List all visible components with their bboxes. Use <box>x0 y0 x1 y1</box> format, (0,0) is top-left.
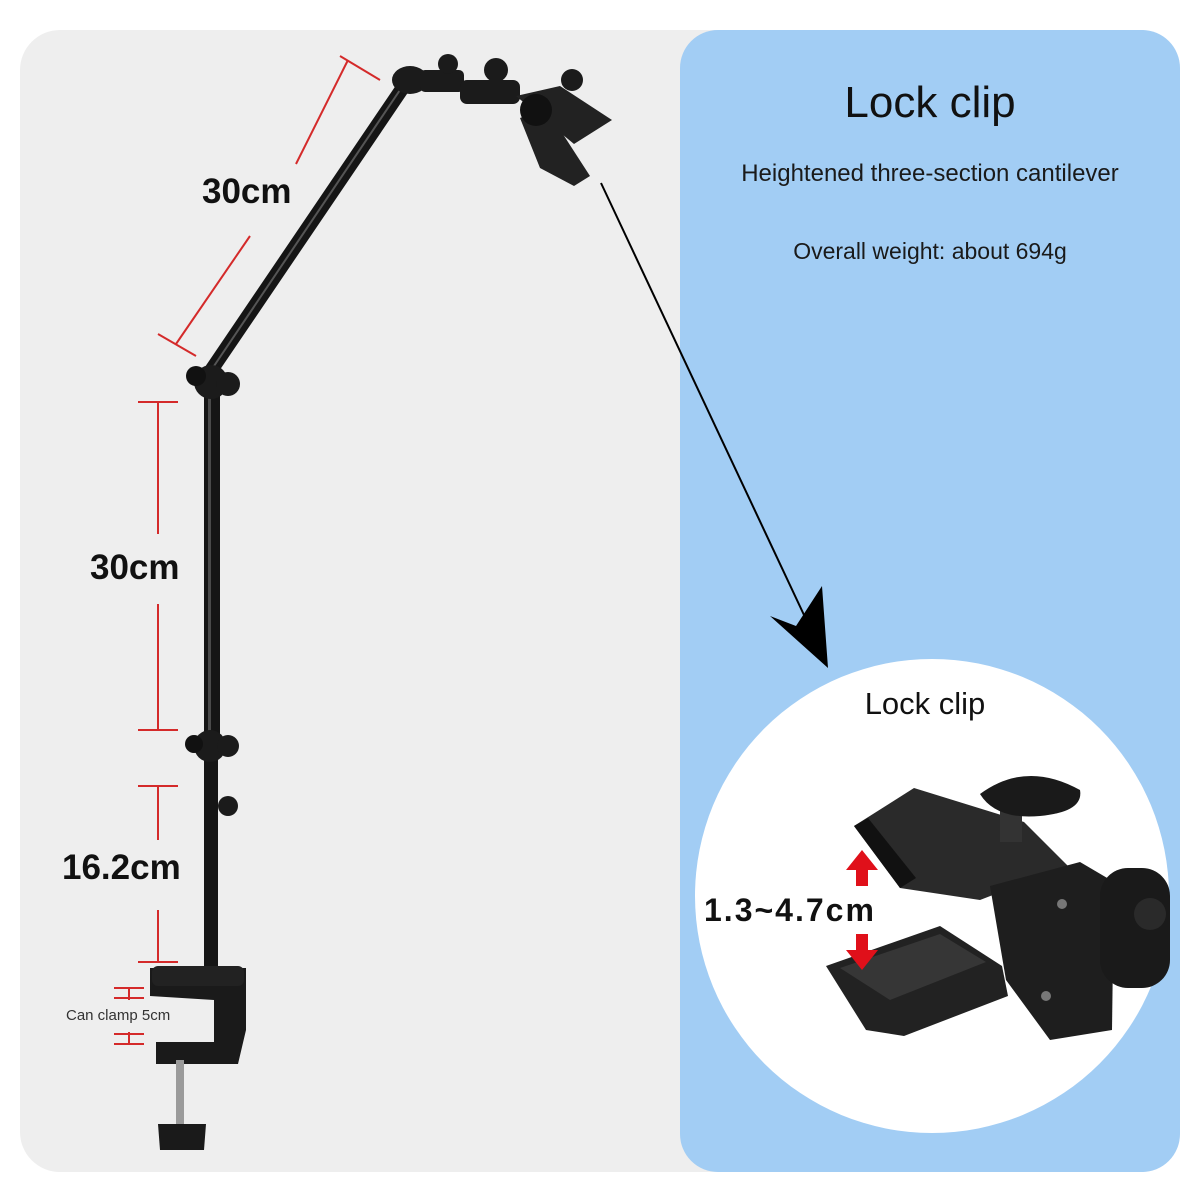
clip-range-label: 1.3~4.7cm <box>704 892 876 928</box>
top-arm-length-label: 30cm <box>202 172 292 211</box>
clamp-capacity-label: Can clamp 5cm <box>66 1007 171 1024</box>
lock-clip-closeup-illustration <box>826 775 1170 1040</box>
middle-arm-length-label: 30cm <box>90 548 180 587</box>
panel-subtitle: Heightened three-section cantilever <box>741 160 1119 187</box>
weight-label: Overall weight: about 694g <box>793 238 1067 264</box>
pointer-arrow <box>600 182 828 668</box>
cantilever-arm-illustration <box>150 54 612 1150</box>
dimension-markers <box>114 55 381 1045</box>
panel-title: Lock clip <box>844 78 1016 127</box>
lower-arm-length-label: 16.2cm <box>62 848 181 887</box>
detail-title: Lock clip <box>864 686 986 721</box>
